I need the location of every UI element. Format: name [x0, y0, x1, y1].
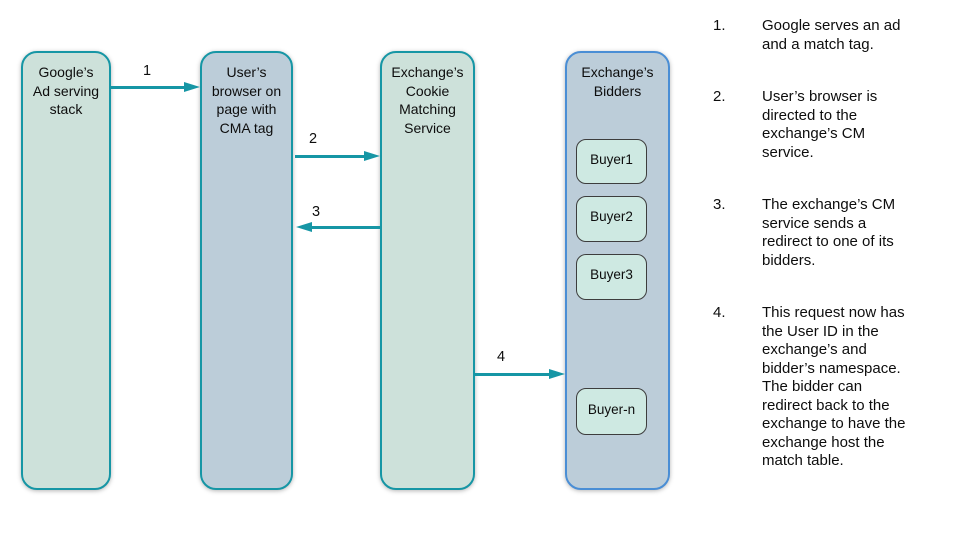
box-title-google-ad-serving-stack: Google’s Ad serving stack	[32, 64, 100, 117]
box-user-browser: User’s browser on page with CMA tag	[200, 51, 293, 490]
box-title-exchange-bidders: Exchange’s Bidders	[581, 64, 654, 99]
box-exchange-cookie-matching-service: Exchange’s Cookie Matching Service	[380, 51, 475, 490]
box-title-exchange-cookie-matching-service: Exchange’s Cookie Matching Service	[391, 64, 464, 136]
box-google-ad-serving-stack: Google’s Ad serving stack	[21, 51, 111, 490]
arrow-1-label: 1	[142, 63, 152, 79]
arrow-1-head-icon	[184, 82, 200, 92]
arrow-3-head-icon	[296, 221, 312, 232]
buyer-label-2: Buyer2	[590, 209, 633, 224]
list-item: 2. User’s browser is directed to the exc…	[710, 88, 955, 162]
steps-list: 1. Google serves an ad and a match tag. …	[710, 17, 955, 505]
step-number: 3.	[713, 196, 726, 213]
buyer-box-2: Buyer2	[576, 196, 647, 242]
step-number: 2.	[713, 88, 726, 105]
arrow-3-label: 3	[311, 204, 321, 220]
arrow-3-shaft	[312, 225, 382, 229]
arrow-2-shaft	[295, 154, 364, 158]
arrow-4-shaft	[475, 372, 549, 376]
buyer-box-1: Buyer1	[576, 139, 647, 184]
step-text: Google serves an ad and a match tag.	[762, 17, 901, 53]
list-item: 1. Google serves an ad and a match tag.	[710, 17, 955, 54]
arrow-4-head-icon	[549, 368, 565, 379]
step-number: 1.	[713, 17, 726, 34]
arrow-4-label: 4	[496, 349, 506, 365]
buyer-box-n: Buyer-n	[576, 388, 647, 435]
buyer-box-3: Buyer3	[576, 254, 647, 300]
arrow-2-head-icon	[364, 150, 380, 161]
step-text: The exchange’s CM service sends a redire…	[762, 196, 896, 269]
box-exchange-bidders: Exchange’s Bidders Buyer1 Buyer2 Buyer3 …	[565, 51, 670, 490]
list-item: 4. This request now has the User ID in t…	[710, 304, 955, 471]
box-title-user-browser: User’s browser on page with CMA tag	[211, 64, 282, 136]
buyer-label-3: Buyer3	[590, 267, 633, 282]
step-text: User’s browser is directed to the exchan…	[762, 88, 878, 161]
step-number: 4.	[713, 304, 726, 321]
arrow-2-label: 2	[308, 131, 318, 147]
list-item: 3. The exchange’s CM service sends a red…	[710, 196, 955, 270]
buyer-label-n: Buyer-n	[587, 401, 636, 417]
arrow-1-shaft	[111, 86, 184, 89]
step-text: This request now has the User ID in the …	[762, 304, 906, 469]
buyer-label-1: Buyer1	[590, 151, 633, 167]
